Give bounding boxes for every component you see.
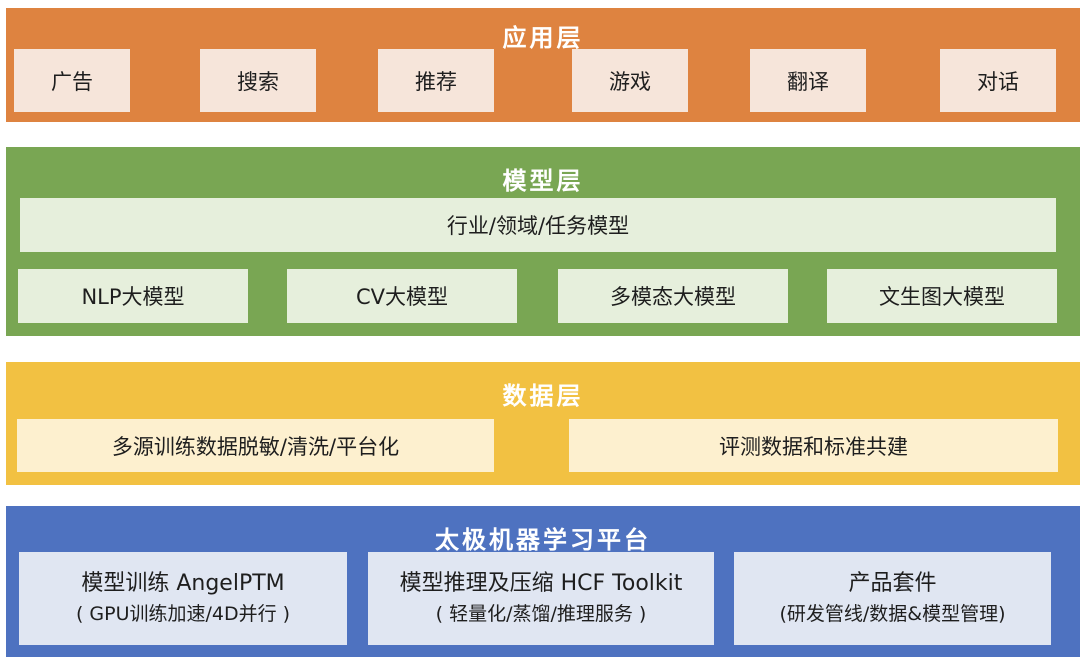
application-layer-title: 应用层 (502, 24, 584, 52)
model-training-angelptm: 模型训练 AngelPTM ( GPU训练加速/4D并行 ) (19, 552, 347, 645)
multi-source-training-data: 多源训练数据脱敏/清洗/平台化 (17, 419, 494, 472)
text-to-image-model: 文生图大模型 (827, 269, 1057, 323)
model-inference-subtitle: ( 轻量化/蒸馏/推理服务 ) (435, 602, 647, 625)
model-training-subtitle: ( GPU训练加速/4D并行 ) (75, 602, 291, 625)
cv-model: CV大模型 (287, 269, 517, 323)
evaluation-data-standards: 评测数据和标准共建 (569, 419, 1058, 472)
product-suite: 产品套件 (研发管线/数据&模型管理) (734, 552, 1051, 645)
app-item-ads: 广告 (14, 49, 130, 112)
model-training-title: 模型训练 AngelPTM (81, 570, 285, 596)
platform-layer-title: 太极机器学习平台 (435, 526, 651, 554)
product-suite-subtitle: (研发管线/数据&模型管理) (779, 602, 1006, 625)
model-layer: 模型层 行业/领域/任务模型 NLP大模型 CV大模型 多模态大模型 文生图大模… (6, 147, 1080, 336)
data-layer-title: 数据层 (502, 382, 584, 410)
platform-layer: 太极机器学习平台 模型训练 AngelPTM ( GPU训练加速/4D并行 ) … (6, 506, 1080, 657)
app-item-search: 搜索 (200, 49, 316, 112)
model-inference-hcf-toolkit: 模型推理及压缩 HCF Toolkit ( 轻量化/蒸馏/推理服务 ) (368, 552, 714, 645)
model-layer-title: 模型层 (502, 167, 584, 195)
app-item-translate: 翻译 (750, 49, 866, 112)
multimodal-model: 多模态大模型 (558, 269, 788, 323)
application-layer: 应用层 广告 搜索 推荐 游戏 翻译 对话 (6, 8, 1080, 122)
nlp-model: NLP大模型 (18, 269, 248, 323)
app-item-dialogue: 对话 (940, 49, 1056, 112)
app-item-game: 游戏 (572, 49, 688, 112)
industry-domain-task-model: 行业/领域/任务模型 (20, 198, 1056, 252)
data-layer: 数据层 多源训练数据脱敏/清洗/平台化 评测数据和标准共建 (6, 362, 1080, 485)
app-item-recommend: 推荐 (378, 49, 494, 112)
product-suite-title: 产品套件 (848, 570, 937, 596)
model-inference-title: 模型推理及压缩 HCF Toolkit (399, 570, 683, 596)
